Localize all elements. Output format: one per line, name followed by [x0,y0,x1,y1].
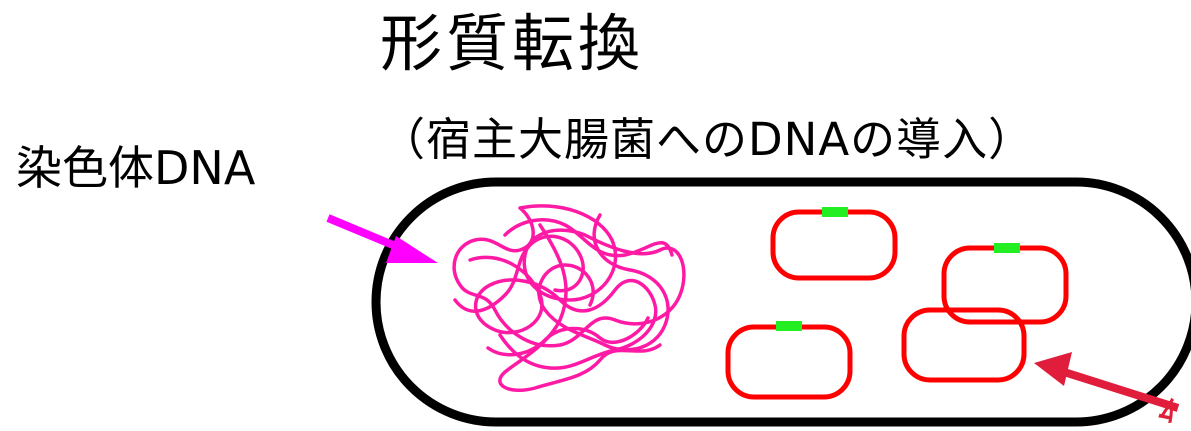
plasmid-2 [725,321,853,400]
chromosomal-dna-tangle [452,204,686,393]
insert-marker [776,321,802,331]
chromosome-label: 染色体DNA [16,141,256,195]
insert-marker [822,207,848,217]
insert-marker [994,243,1020,253]
diagram-title: 形質転換 [380,7,645,80]
plasmid-3 [941,243,1069,325]
bacterial-cell-outline [371,177,1191,427]
diagram-subtitle: （宿主大腸菌へのDNAの導入） [380,113,1035,166]
plasmid-1 [770,207,898,281]
chromosome-pointer-arrow [326,214,438,263]
plasmid-pointer-arrow [1034,352,1180,412]
plasmid-4 [901,307,1027,383]
